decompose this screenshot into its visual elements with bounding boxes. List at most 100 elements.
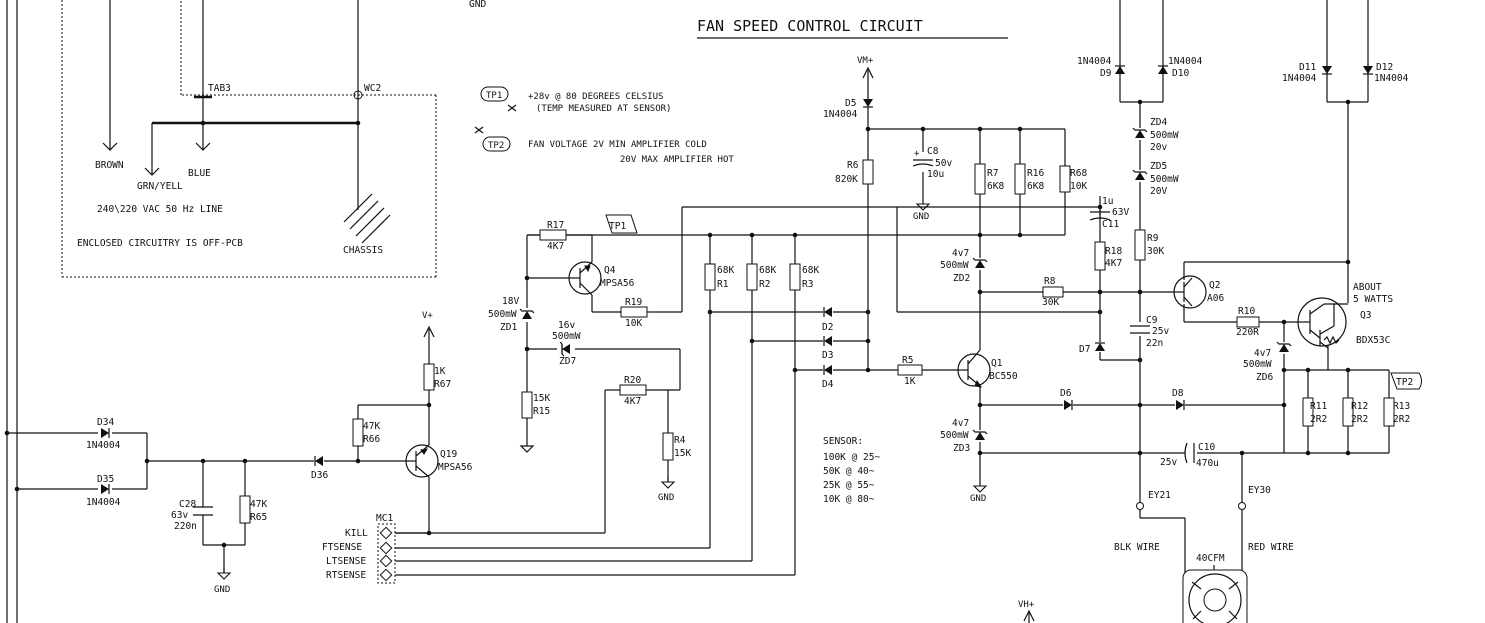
svg-text:RTSENSE: RTSENSE [326,570,366,581]
svg-text:R17: R17 [547,220,564,231]
test-point-tp2: TP2 [1390,372,1422,390]
svg-text:EY30: EY30 [1248,485,1271,496]
svg-text:63v: 63v [171,510,188,521]
svg-text:18V: 18V [502,296,519,307]
chassis-ground-symbol [343,193,391,244]
svg-text:BC550: BC550 [989,371,1018,382]
svg-text:10K @ 80~: 10K @ 80~ [823,494,875,505]
svg-text:2R2: 2R2 [1393,414,1410,425]
svg-text:30K: 30K [1147,246,1164,257]
diode-d35: D35 1N4004 [86,474,121,508]
diode-d3: D3 [822,335,833,361]
svg-text:D11: D11 [1299,62,1316,73]
svg-text:C28: C28 [179,499,196,510]
svg-text:ZD1: ZD1 [500,322,517,333]
gnd-label-r4: GND [658,493,674,503]
svg-text:30K: 30K [1042,297,1059,308]
svg-text:R18: R18 [1105,246,1122,257]
chassis-label: CHASSIS [343,245,383,256]
svg-text:25v: 25v [1160,457,1177,468]
svg-text:2R2: 2R2 [1310,414,1327,425]
svg-text:20v: 20v [1150,142,1167,153]
svg-text:1N4004: 1N4004 [86,497,121,508]
mc1-pin-kill: KILL [345,526,393,540]
svg-text:500mW: 500mW [1243,359,1272,370]
svg-text:1N4004: 1N4004 [823,109,858,120]
svg-text:R20: R20 [624,375,641,386]
rail-v-plus: V+ [422,311,435,339]
svg-text:D5: D5 [845,98,856,109]
svg-text:1N4004: 1N4004 [1374,73,1409,84]
svg-text:10K: 10K [1070,181,1087,192]
svg-text:D7: D7 [1079,344,1090,355]
svg-text:TP1: TP1 [609,221,626,232]
svg-text:1N4004: 1N4004 [86,440,121,451]
svg-text:1N4004: 1N4004 [1077,56,1112,67]
svg-text:47K: 47K [363,421,380,432]
svg-text:1N4004: 1N4004 [1282,73,1317,84]
svg-text:40CFM: 40CFM [1196,553,1225,564]
mains-section: GND TAB3 WC2 BROWN GRN/YELL BLUE 240\220… [6,0,486,623]
svg-text:1K: 1K [904,376,916,387]
svg-text:500mW: 500mW [1150,174,1179,185]
svg-text:D34: D34 [97,417,114,428]
svg-text:25v: 25v [1152,326,1169,337]
svg-text:10u: 10u [927,169,944,180]
svg-text:C9: C9 [1146,315,1158,326]
svg-text:R11: R11 [1310,401,1327,412]
svg-text:Q1: Q1 [991,358,1003,369]
connector-mc1: MC1 KILL FTSENSE LTSENSE RTSENSE [322,513,396,584]
svg-text:R6: R6 [847,160,859,171]
svg-text:R4: R4 [674,435,686,446]
vh-plus-rail-label: VH+ [1018,600,1035,610]
tp1-note-line1: +28v @ 80 DEGREES CELSIUS [528,92,663,102]
svg-text:68K: 68K [717,265,734,276]
svg-text:20V: 20V [1150,186,1167,197]
mc1-pin-ltsense: LTSENSE [326,554,393,568]
svg-text:TP2: TP2 [1396,377,1413,388]
svg-text:C10: C10 [1198,442,1215,453]
test-point-notes: TP1 +28v @ 80 DEGREES CELSIUS (TEMP MEAS… [474,86,734,165]
svg-text:R15: R15 [533,406,550,417]
rail-vh-plus: VH+ [1018,600,1035,622]
svg-text:BDX53C: BDX53C [1356,335,1390,346]
svg-text:C11: C11 [1102,219,1119,230]
svg-text:4K7: 4K7 [547,241,564,252]
diode-d6: D6 [1060,388,1073,411]
svg-text:R12: R12 [1351,401,1368,412]
svg-text:R67: R67 [434,379,451,390]
svg-text:D36: D36 [311,470,328,481]
svg-text:1N4004: 1N4004 [1168,56,1203,67]
brown-wire-label: BROWN [95,160,124,171]
svg-text:D2: D2 [822,322,833,333]
svg-text:D35: D35 [97,474,114,485]
svg-text:68K: 68K [802,265,819,276]
svg-text:500mW: 500mW [488,309,517,320]
svg-text:D9: D9 [1100,68,1112,79]
svg-text:820K: 820K [835,174,858,185]
